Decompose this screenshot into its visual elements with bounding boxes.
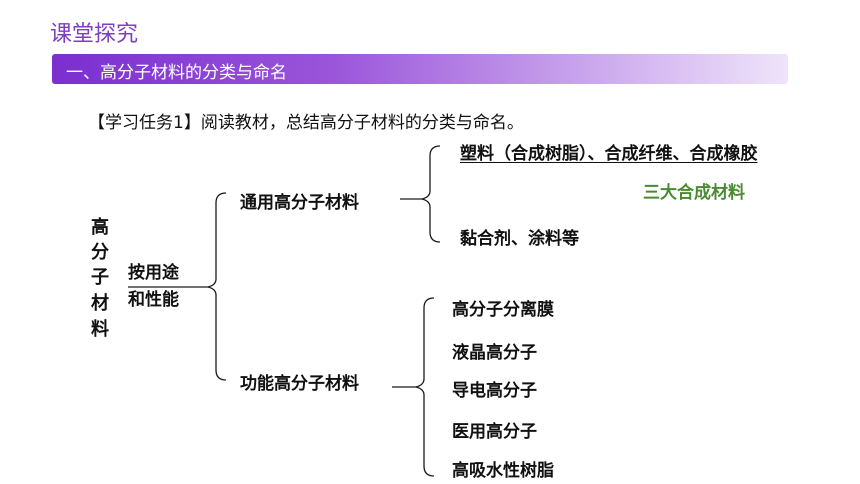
general-polymer-label: 通用高分子材料 — [240, 193, 359, 213]
section-banner — [52, 54, 788, 84]
root-char: 材 — [91, 293, 109, 314]
functional-brace — [415, 297, 435, 477]
banner-title: 一、高分子材料的分类与命名 — [66, 63, 287, 83]
functional-item: 导电高分子 — [452, 381, 537, 401]
general-item-synthetic-materials: 塑料（合成树脂）、合成纤维、合成橡胶 — [460, 144, 758, 164]
root-char: 料 — [91, 319, 109, 340]
general-item-adhesives: 黏合剂、涂料等 — [460, 229, 579, 249]
root-char: 高 — [91, 217, 109, 238]
basis-line-2: 和性能 — [128, 290, 179, 310]
functional-item: 医用高分子 — [452, 422, 537, 442]
functional-item: 高分子分离膜 — [452, 300, 554, 320]
three-synthetic-materials-note: 三大合成材料 — [643, 183, 745, 203]
functional-polymer-label: 功能高分子材料 — [240, 374, 359, 394]
root-char: 分 — [91, 242, 109, 263]
functional-item: 液晶高分子 — [452, 343, 537, 363]
root-char: 子 — [91, 267, 109, 288]
general-brace — [421, 145, 441, 243]
task-instruction: 【学习任务1】阅读教材，总结高分子材料的分类与命名。 — [88, 113, 524, 133]
main-brace — [207, 192, 227, 381]
basis-line-1: 按用途 — [128, 263, 179, 283]
functional-item: 高吸水性树脂 — [452, 461, 554, 481]
section-title: 课堂探究 — [50, 22, 139, 47]
